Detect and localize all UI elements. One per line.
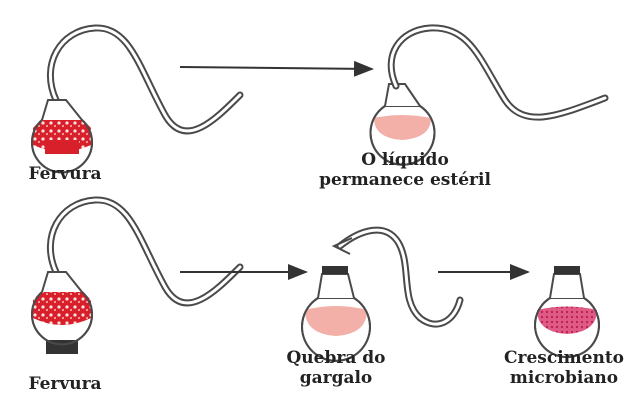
arrow-top bbox=[179, 60, 374, 77]
caption-growth-line2: microbiano bbox=[509, 368, 619, 388]
flask-sterile bbox=[369, 83, 436, 166]
flask-boiling-bottom bbox=[31, 284, 93, 354]
caption-sterile-line2: permanece estéril bbox=[319, 170, 491, 190]
caption-boiling-top: Fervura bbox=[28, 164, 102, 184]
flask-microbial-growth bbox=[534, 266, 600, 359]
swan-neck-tube-2 bbox=[387, 24, 609, 121]
caption-broken-neck-line2: gargalo bbox=[299, 368, 373, 388]
flask-boiling-top bbox=[31, 112, 93, 174]
caption-growth-line1: Crescimento bbox=[503, 348, 625, 368]
caption-boiling-bottom: Fervura bbox=[28, 374, 102, 394]
flask-broken-neck bbox=[301, 266, 371, 362]
arrow-curved-air bbox=[331, 237, 353, 255]
caption-broken-neck-line1: Quebra do bbox=[286, 348, 386, 368]
caption-sterile-line1: O líquido bbox=[361, 150, 449, 170]
